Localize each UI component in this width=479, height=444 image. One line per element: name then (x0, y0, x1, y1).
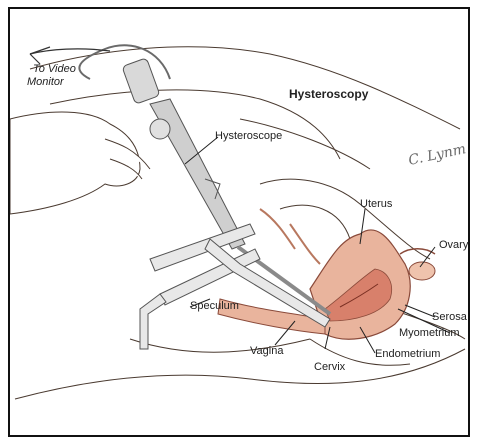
monitor-label-line2: Monitor (27, 76, 64, 88)
label-endometrium: Endometrium (375, 348, 440, 360)
arrow-left-icon (30, 47, 50, 64)
monitor-label-line1: To Video (33, 63, 76, 75)
hand-drawing (10, 112, 150, 214)
label-vagina: Vagina (250, 345, 283, 357)
pelvis-outline (15, 47, 465, 399)
label-serosa: Serosa (432, 311, 467, 323)
label-hysteroscope: Hysteroscope (215, 130, 282, 142)
label-myometrium: Myometrium (399, 327, 460, 339)
label-cervix: Cervix (314, 361, 345, 373)
illustration-frame: Hysteroscopy To Video Monitor C. Lynm Hy… (8, 7, 470, 437)
label-speculum: Speculum (190, 300, 239, 312)
hysteroscopy-illustration (10, 9, 468, 435)
diagram-title: Hysteroscopy (289, 88, 368, 100)
label-uterus: Uterus (360, 198, 392, 210)
label-ovary: Ovary (439, 239, 468, 251)
